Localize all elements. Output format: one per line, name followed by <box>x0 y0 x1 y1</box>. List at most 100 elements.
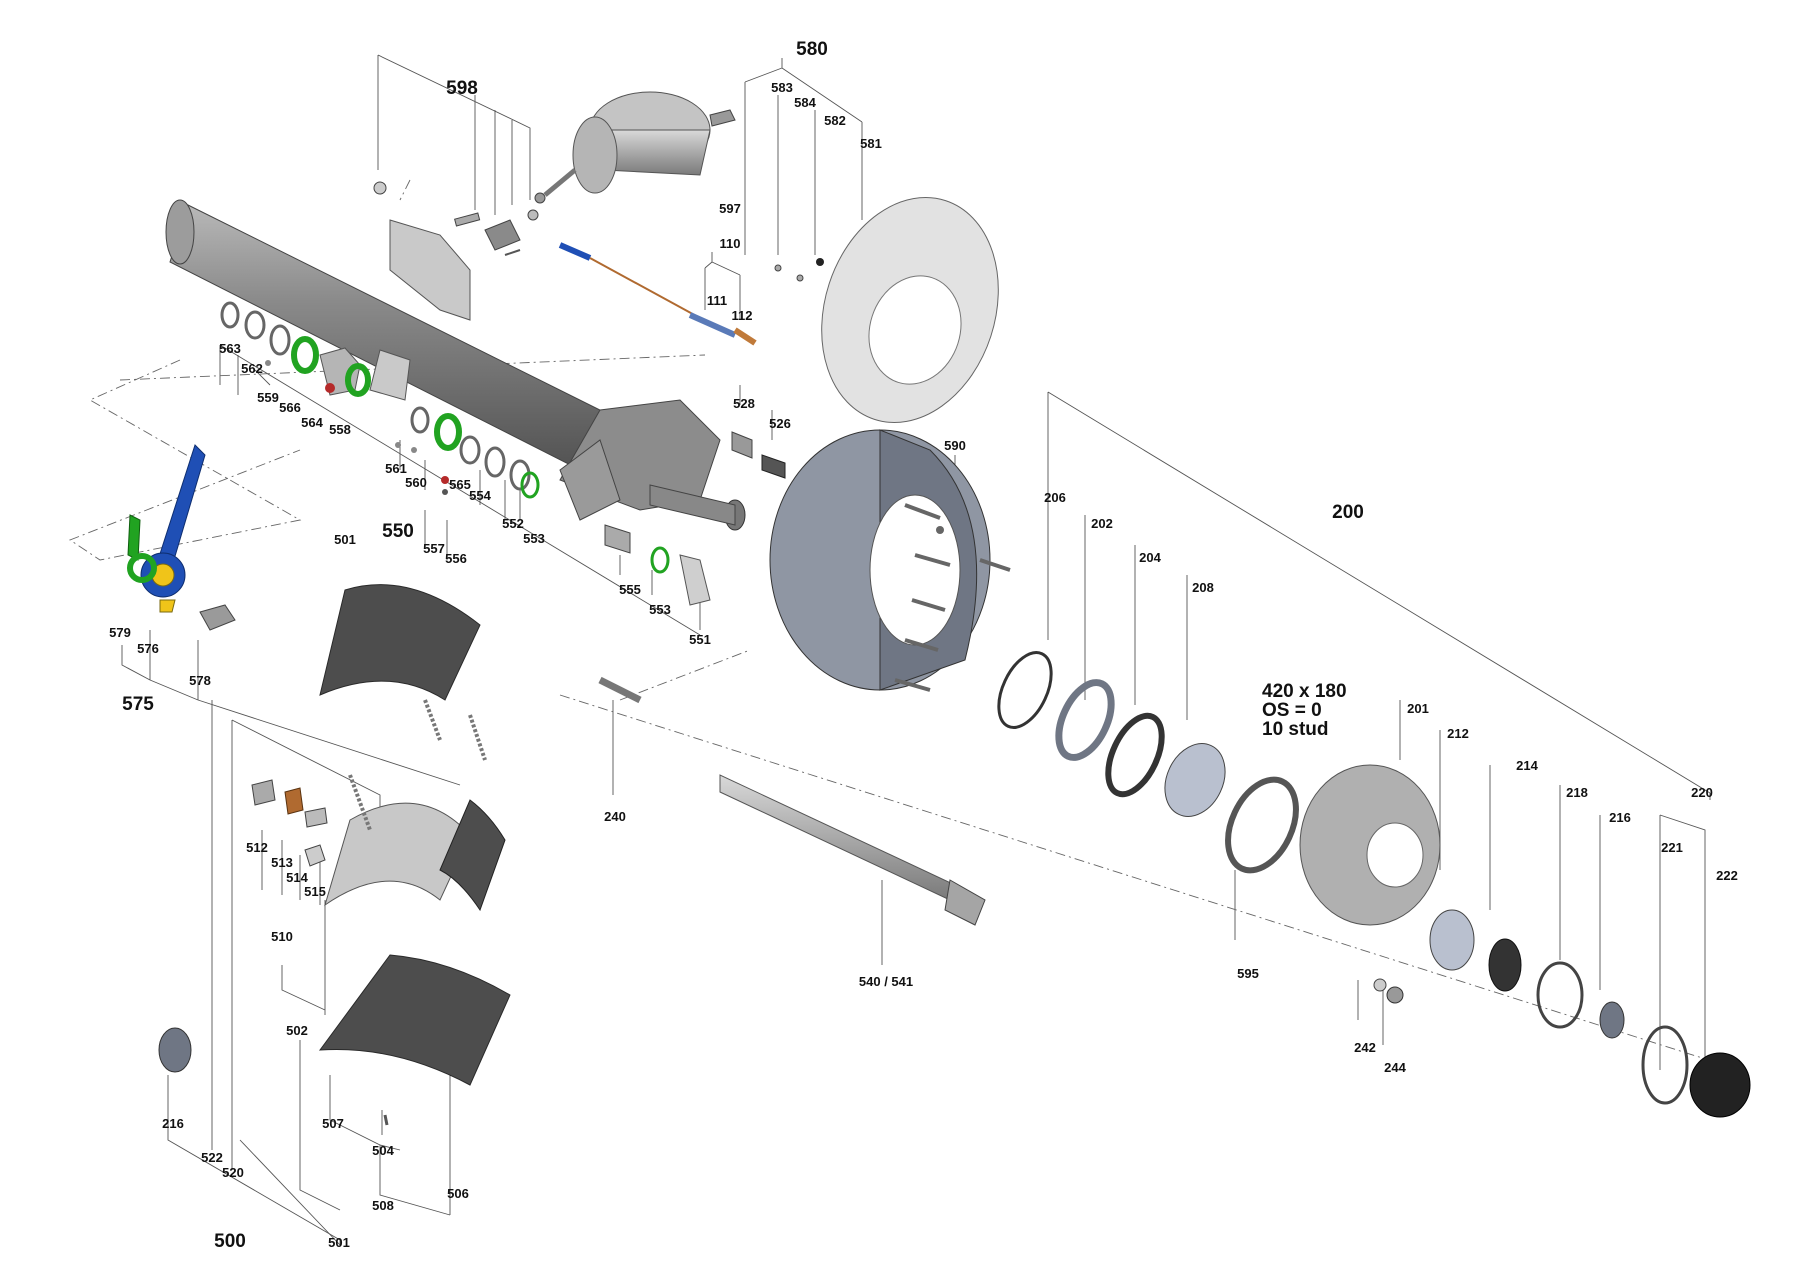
brake-lining-upper <box>319 584 481 701</box>
part-label: 590 <box>944 438 966 453</box>
part-label: 528 <box>733 396 755 411</box>
camshaft-seal-set-right <box>395 406 540 499</box>
part-label: 565 <box>449 477 471 492</box>
part-label: 216 <box>162 1116 184 1131</box>
part-label: 563 <box>219 341 241 356</box>
part-label: 208 <box>1192 580 1214 595</box>
part-label: 554 <box>469 488 491 503</box>
stud-count: 10 stud <box>1262 719 1329 740</box>
part-label: 214 <box>1516 758 1538 773</box>
part-label: 558 <box>329 422 351 437</box>
cam-bushings <box>731 431 786 479</box>
part-label: 204 <box>1139 550 1161 565</box>
group-label-580: 580 <box>796 39 828 60</box>
part-label: 501 <box>328 1235 350 1250</box>
part-label: 502 <box>286 1023 308 1038</box>
part-label: 559 <box>257 390 279 405</box>
part-label: 221 <box>1661 840 1683 855</box>
part-label: 584 <box>794 95 816 110</box>
part-label: 555 <box>619 582 641 597</box>
hub-components <box>997 651 1751 1118</box>
brake-anchor-bolt <box>383 1114 389 1126</box>
cam-bushing-lower <box>604 524 711 606</box>
part-label: 553 <box>649 602 671 617</box>
slack-adjuster-bolts <box>373 181 539 256</box>
drum-size: 420 x 180 <box>1262 681 1347 702</box>
hub-oil-seal-left <box>158 1027 192 1073</box>
part-label: 526 <box>769 416 791 431</box>
part-label: 522 <box>201 1150 223 1165</box>
dust-shield <box>816 197 999 423</box>
part-label: 216 <box>1609 810 1631 825</box>
part-label: 222 <box>1716 868 1738 883</box>
part-label: 510 <box>271 929 293 944</box>
camshaft-support-plate <box>369 349 411 401</box>
mounting-bracket <box>389 219 471 321</box>
part-label: 551 <box>689 632 711 647</box>
anchor-pin <box>598 676 642 704</box>
camshaft <box>719 774 986 926</box>
part-label: 111 <box>707 293 727 308</box>
part-label: 240 <box>604 809 626 824</box>
part-label: 581 <box>860 136 882 151</box>
part-label: 515 <box>304 884 326 899</box>
brake-chamber <box>534 91 736 204</box>
part-label: 597 <box>719 201 741 216</box>
part-label: 557 <box>423 541 445 556</box>
brake-shoe <box>324 799 506 912</box>
axle-beam <box>165 199 746 531</box>
part-label: 583 <box>771 80 793 95</box>
group-label-200: 200 <box>1332 502 1364 523</box>
part-label: 595 <box>1237 966 1259 981</box>
part-label: 218 <box>1566 785 1588 800</box>
part-labels: 583 584 582 581 597 110 111 112 528 526 … <box>109 80 1738 1250</box>
part-label: 566 <box>279 400 301 415</box>
return-springs <box>348 699 487 831</box>
part-label: 564 <box>301 415 323 430</box>
part-label: 504 <box>372 1143 394 1158</box>
camshaft-seal-set-left <box>220 301 371 397</box>
roller-kit <box>251 779 328 867</box>
part-label: 513 <box>271 855 293 870</box>
group-label-598: 598 <box>446 78 478 99</box>
part-label: 508 <box>372 1198 394 1213</box>
part-label: 562 <box>241 361 263 376</box>
part-label: 520 <box>222 1165 244 1180</box>
part-label: 514 <box>286 870 308 885</box>
part-label: 220 <box>1691 785 1713 800</box>
part-label: 206 <box>1044 490 1066 505</box>
part-label: 507 <box>322 1116 344 1131</box>
abs-sensor <box>558 242 757 346</box>
leader-lines <box>121 54 1711 1246</box>
part-label: 501 <box>334 532 356 547</box>
part-label: 201 <box>1407 701 1429 716</box>
drum-offset: OS = 0 <box>1262 700 1322 721</box>
part-label: 540 / 541 <box>859 974 913 989</box>
group-label-550: 550 <box>382 521 414 542</box>
group-label-500: 500 <box>214 1231 246 1252</box>
part-label: 560 <box>405 475 427 490</box>
part-label: 582 <box>824 113 846 128</box>
slack-adjuster <box>127 444 236 631</box>
brake-drum <box>769 429 1011 692</box>
part-label: 512 <box>246 840 268 855</box>
part-label: 110 <box>720 236 741 251</box>
part-label: 112 <box>732 308 753 323</box>
part-label: 561 <box>385 461 407 476</box>
part-label: 556 <box>445 551 467 566</box>
group-label-575: 575 <box>122 694 154 715</box>
part-label: 553 <box>523 531 545 546</box>
part-label: 244 <box>1384 1060 1406 1075</box>
part-label: 242 <box>1354 1040 1376 1055</box>
part-label: 576 <box>137 641 159 656</box>
part-label: 202 <box>1091 516 1113 531</box>
shield-fasteners <box>774 264 804 282</box>
center-lines <box>69 179 1741 1071</box>
part-label: 506 <box>447 1186 469 1201</box>
part-label: 212 <box>1447 726 1469 741</box>
brake-lining-lower <box>318 954 511 1086</box>
part-label: 578 <box>189 673 211 688</box>
part-label: 579 <box>109 625 131 640</box>
part-label: 552 <box>502 516 524 531</box>
